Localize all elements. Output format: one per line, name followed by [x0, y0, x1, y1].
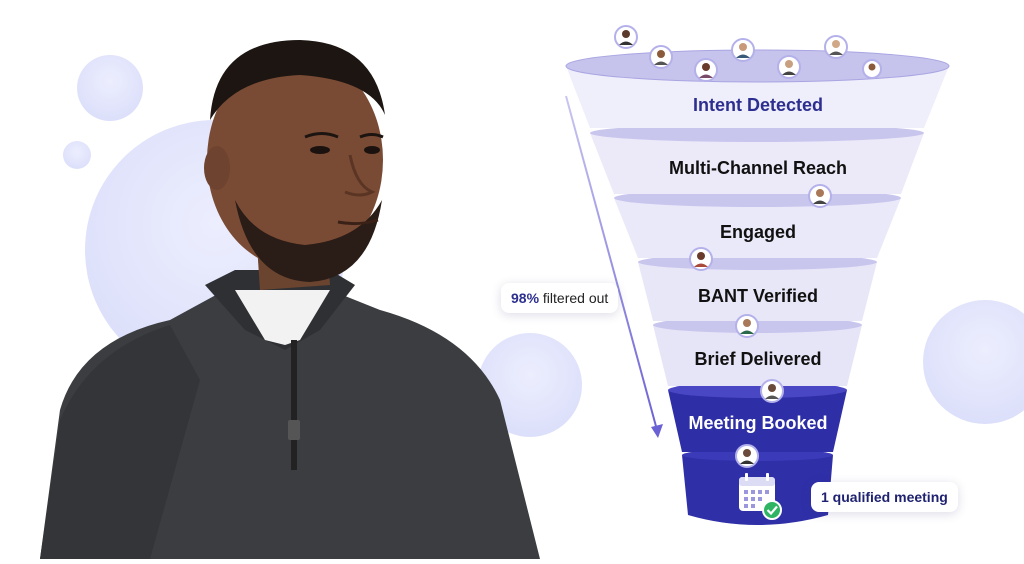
- person-photo: [40, 40, 540, 559]
- bubble-decor: [63, 141, 91, 169]
- avatar-icon: [808, 184, 832, 208]
- funnel-stage-multi-channel-reach: [590, 133, 924, 194]
- avatar-icon: [694, 58, 718, 82]
- avatar-icon: [735, 314, 759, 338]
- filtered-out-badge: 98% filtered out: [501, 283, 619, 313]
- avatar-icon: [731, 38, 755, 62]
- avatar-icon: [824, 35, 848, 59]
- avatar-icon: [760, 379, 784, 403]
- qualified-meeting-badge: 1 qualified meeting: [811, 482, 958, 512]
- funnel-stage-brief-delivered: [653, 325, 862, 386]
- avatar-icon: [689, 247, 713, 271]
- filtered-percent: 98%: [511, 290, 540, 306]
- stage-label-intent-detected: Intent Detected: [692, 95, 824, 115]
- avatar-icon: [735, 444, 759, 468]
- funnel-stage-engaged: [614, 198, 901, 258]
- funnel-stage-meeting-booked: [668, 390, 847, 452]
- stage-label-bant-verified: BANT Verified: [697, 286, 819, 306]
- arrow-down-icon: [565, 95, 663, 438]
- stage-label-multi-channel-reach: Multi-Channel Reach: [668, 158, 847, 178]
- avatars: [614, 25, 882, 468]
- stage-label-meeting-booked: Meeting Booked: [688, 413, 828, 433]
- funnel: [565, 49, 950, 525]
- stage-label-engaged: Engaged: [719, 222, 796, 242]
- bubble-decor: [77, 55, 143, 121]
- bubble-decor: [478, 333, 582, 437]
- avatar-icon: [614, 25, 638, 49]
- filtered-text: filtered out: [542, 290, 609, 306]
- funnel-stage-intent-detected: [566, 66, 949, 128]
- calendar-check-icon: [739, 473, 782, 520]
- avatar-icon: [862, 59, 882, 79]
- avatar-icon: [649, 45, 673, 69]
- avatar-icon: [777, 55, 801, 79]
- bubble-decor: [923, 300, 1024, 424]
- stage-label-brief-delivered: Brief Delivered: [694, 349, 822, 369]
- funnel-stage-bant-verified: [638, 262, 877, 321]
